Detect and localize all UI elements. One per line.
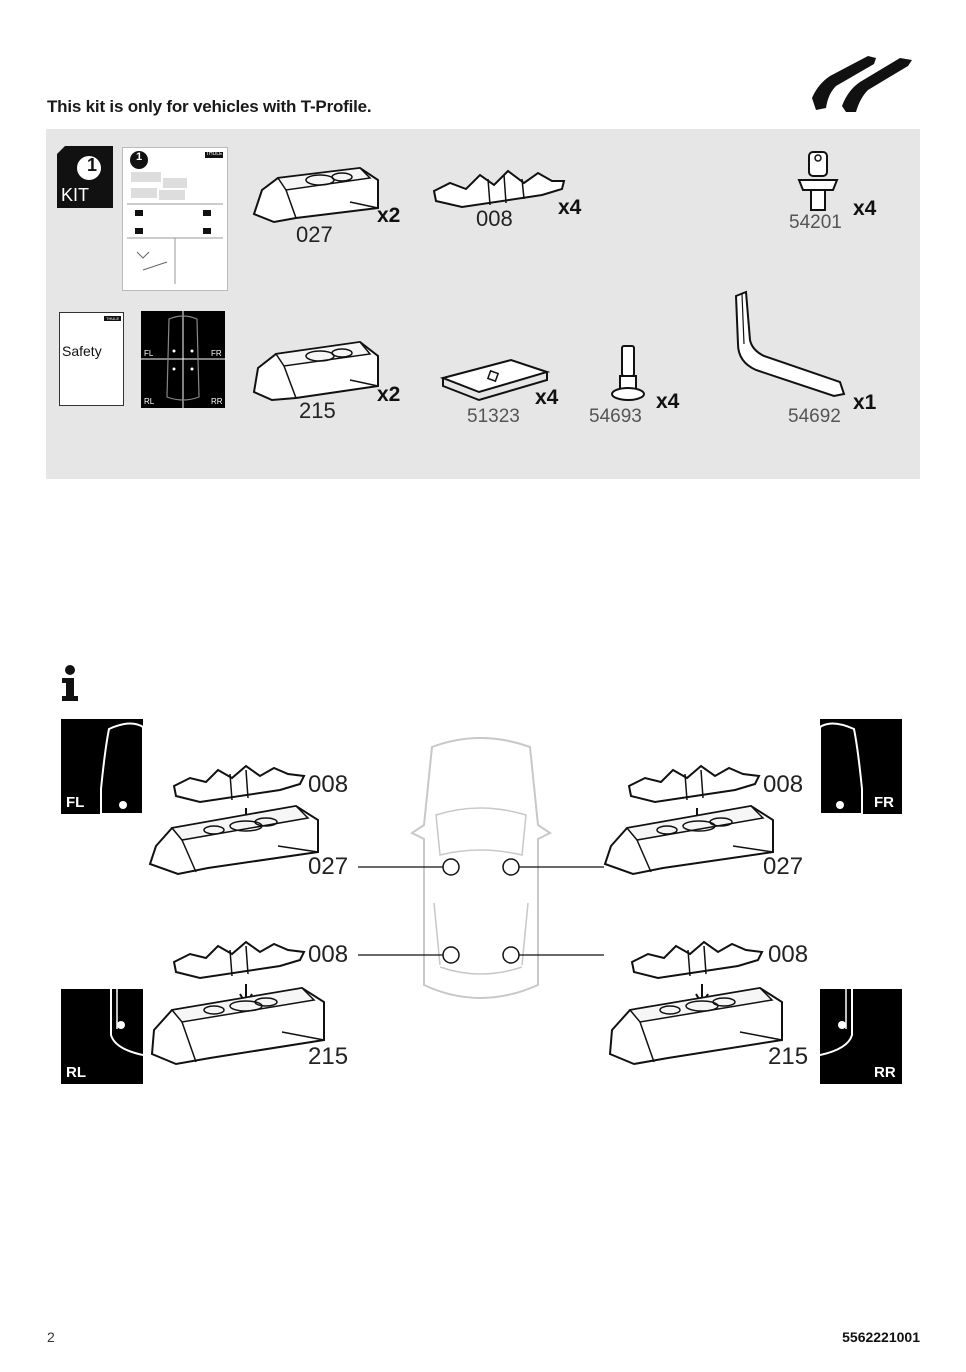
vehicle-profile-note: This kit is only for vehicles with T-Pro…	[47, 97, 372, 116]
part-54692-number: 54692	[788, 406, 841, 427]
kit-badge-number: 1	[86, 155, 97, 175]
fr-pad-label: 008	[763, 771, 804, 798]
assembly-rr-illustration	[608, 940, 783, 1066]
bolt-54201-illustration	[797, 151, 839, 211]
safety-brand: THULE	[104, 316, 122, 321]
page-number: 2	[47, 1329, 55, 1345]
document-number: 5562221001	[842, 1329, 920, 1345]
vehicle-side-fr	[820, 722, 863, 814]
position-map-illustration	[141, 311, 225, 408]
screw-54693-illustration	[611, 345, 645, 401]
roof-bars-icon	[812, 56, 912, 112]
part-54201-number: 54201	[789, 212, 842, 233]
booklet-illustration	[127, 151, 223, 284]
part-54693-qty: x4	[656, 390, 680, 413]
part-027-number: 027	[296, 222, 333, 247]
fl-pad-label: 008	[308, 771, 349, 798]
part-027-qty: x2	[377, 204, 401, 227]
part-008-number: 008	[476, 206, 513, 231]
assembly-fr-illustration	[603, 764, 774, 876]
part-54692-qty: x1	[853, 391, 877, 414]
corner-box-rl: RL	[61, 989, 143, 1084]
part-008-qty: x4	[558, 196, 582, 219]
corner-label-rr: RR	[874, 1064, 896, 1081]
booklet-brand: THULE	[206, 151, 223, 157]
pad-008-illustration	[432, 169, 566, 209]
rl-pad-label: 008	[308, 941, 349, 968]
instruction-booklet-thumbnail: 1 THULE	[122, 147, 228, 291]
part-54201-qty: x4	[853, 197, 877, 220]
fl-foot-label: 027	[308, 853, 349, 880]
part-51323-qty: x4	[535, 386, 559, 409]
part-215-qty: x2	[377, 383, 401, 406]
car-top-view-outline	[410, 737, 552, 999]
safety-label: Safety	[62, 343, 102, 359]
vehicle-side-rr	[820, 989, 853, 1056]
plate-51323-illustration	[439, 358, 551, 402]
fr-foot-label: 027	[763, 853, 804, 880]
foot-215-illustration	[252, 340, 379, 402]
corner-label-fr: FR	[874, 794, 894, 811]
rl-foot-label: 215	[308, 1043, 349, 1070]
map-label-rl: RL	[144, 397, 155, 406]
rr-foot-label: 215	[768, 1043, 809, 1070]
corner-label-fl: FL	[66, 794, 85, 811]
corner-box-rr: RR	[820, 989, 902, 1084]
assembly-rl-illustration	[150, 940, 325, 1066]
rr-pad-label: 008	[768, 941, 809, 968]
part-51323-number: 51323	[467, 406, 520, 427]
part-215-number: 215	[299, 398, 336, 423]
foot-027-illustration	[252, 166, 379, 224]
booklet-number: 1	[135, 151, 143, 163]
corner-label-rl: RL	[66, 1064, 86, 1081]
map-label-fr: FR	[211, 349, 222, 358]
hex-key-54692-illustration	[734, 290, 846, 398]
info-icon	[62, 665, 78, 701]
position-map-thumbnail: FL FR RL RR	[141, 311, 225, 408]
safety-booklet: THULE Safety	[59, 312, 124, 406]
map-label-rr: RR	[211, 397, 223, 406]
corner-box-fl: FL	[61, 719, 143, 814]
assembly-fl-illustration	[148, 764, 319, 876]
corner-box-fr: FR	[820, 719, 902, 814]
vehicle-side-fl	[100, 722, 143, 814]
map-label-fl: FL	[144, 349, 154, 358]
part-54693-number: 54693	[589, 406, 642, 427]
kit-badge-label: KIT	[61, 185, 90, 205]
vehicle-side-rl	[110, 989, 143, 1056]
kit-box-icon	[57, 146, 113, 208]
